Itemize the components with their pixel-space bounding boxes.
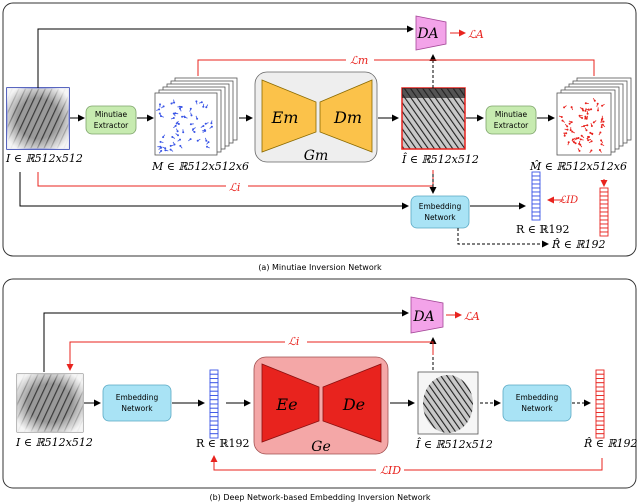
panel-b: I ∈ ℝ512x512 Embedding Network R ∈ ℝ192 …: [2, 278, 638, 489]
minutiae-extractor-box-a2: Minutiae Extractor: [485, 105, 537, 135]
loss-image-b: ℒi: [288, 335, 299, 348]
embedding-vector-b: [209, 369, 219, 439]
minutiae-extractor-label-2: Extractor: [94, 121, 129, 130]
discriminator-a-label: DA: [416, 26, 438, 42]
encoder-ee-label: Ee: [275, 395, 297, 414]
reconstructed-embedding-vector-a: [599, 187, 609, 237]
reconstructed-fingerprint-b: [417, 371, 479, 435]
embedding-net-b-label-2: Network: [121, 404, 153, 413]
loss-adv-a: ℒA: [468, 28, 484, 41]
minutiae-extractor-box-a: Minutiae Extractor: [85, 105, 137, 135]
embedding-net-a-label-1: Embedding: [419, 202, 462, 211]
embedding-vector-a: [531, 171, 541, 221]
embedding-label-a: R ∈ ℝ192: [516, 223, 570, 236]
embedding-net-b2-label-1: Embedding: [516, 393, 559, 402]
minutiae-extractor2-label-2: Extractor: [494, 121, 529, 130]
discriminator-b: DA: [410, 296, 444, 334]
discriminator-b-label: DA: [412, 309, 434, 325]
caption-b: (b) Deep Network-based Embedding Inversi…: [209, 493, 430, 502]
reconstructed-fingerprint-a: [401, 87, 466, 150]
minutiae-map-stack: [154, 77, 238, 156]
arrow-embedding-rhat-a: [457, 228, 549, 248]
arrow-input-discriminator-b: [43, 309, 409, 372]
input-label-a: I ∈ ℝ512x512: [5, 152, 83, 165]
loss-adv-b: ℒA: [464, 310, 480, 323]
reconstructed-embedding-vector-b: [595, 369, 605, 439]
encoder-em-label: Em: [271, 108, 299, 127]
loss-i-line-b: [66, 341, 434, 371]
loss-id-line-b: [210, 455, 603, 471]
embedding-label-b: R ∈ ℝ192: [196, 437, 250, 450]
minutiae-extractor2-label-1: Minutiae: [495, 110, 528, 119]
encoder-ee: [261, 363, 320, 443]
generator-gm: Em Dm Gm: [254, 71, 378, 164]
embedding-net-b-label-1: Embedding: [116, 393, 159, 402]
generator-ge: Ee De Ge: [253, 356, 389, 455]
generator-gm-label: Gm: [304, 148, 328, 164]
caption-a: (a) Minutiae Inversion Network: [258, 263, 382, 272]
input-label-b: I ∈ ℝ512x512: [15, 436, 93, 449]
loss-id-a: ℒID: [559, 195, 578, 206]
input-fingerprint-b: [16, 373, 84, 433]
embedding-network-box-b: Embedding Network: [102, 384, 172, 422]
loss-m-line: [197, 59, 595, 76]
embedding-network-box-b2: Embedding Network: [502, 384, 572, 422]
minutiae-extractor-label-1: Minutiae: [95, 110, 128, 119]
decoder-de-label: De: [342, 395, 365, 414]
minutiae-map-label: M ∈ ℝ512x512x6: [151, 160, 249, 173]
embedding-net-b2-label-2: Network: [521, 404, 553, 413]
reconstructed-embedding-label-b: R̂ ∈ ℝ192: [583, 437, 638, 450]
generator-ge-label: Ge: [311, 439, 330, 455]
panel-a: I ∈ ℝ512x512 Minutiae Extractor M ∈ ℝ512…: [2, 2, 637, 257]
reconstructed-embedding-label-a: R̂ ∈ ℝ192: [551, 238, 606, 251]
loss-image-a: ℒi: [229, 181, 240, 194]
decoder-dm-label: Dm: [333, 108, 362, 127]
input-fingerprint-a: [6, 87, 70, 150]
reconstructed-minutiae-stack: [556, 77, 632, 156]
panel-b-frame: [2, 278, 637, 489]
panel-a-frame: [2, 2, 637, 257]
arrow-input-embedding-a: [19, 172, 409, 210]
reconstructed-minutiae-label: M̂ ∈ ℝ512x512x6: [529, 160, 627, 173]
embedding-net-a-label-2: Network: [424, 213, 456, 222]
decoder-de: [322, 363, 382, 443]
embedding-network-box-a: Embedding Network: [410, 195, 470, 229]
encoder-em: [261, 79, 317, 153]
reconstructed-label-a: Î ∈ ℝ512x512: [401, 152, 479, 166]
decoder-dm: [319, 79, 373, 153]
discriminator-a: DA: [415, 15, 447, 51]
loss-minutiae: ℒm: [350, 54, 368, 67]
loss-id-b: ℒID: [380, 464, 401, 477]
reconstructed-label-b: Î ∈ ℝ512x512: [415, 437, 493, 451]
arrow-input-discriminator: [37, 25, 414, 88]
